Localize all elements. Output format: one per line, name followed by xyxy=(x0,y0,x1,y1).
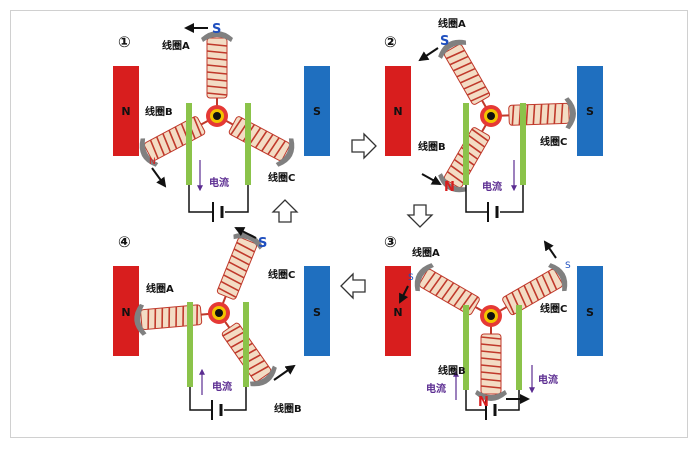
brush-left xyxy=(186,103,192,185)
rotor-2 xyxy=(433,33,578,199)
pole-s-label-right: S xyxy=(565,261,571,271)
coil-a-label: 线圈A xyxy=(146,282,174,295)
current-label-right: 电流 xyxy=(538,373,558,386)
magnet-north xyxy=(113,266,139,356)
magnet-north-label: N xyxy=(121,105,130,118)
current-label: 电流 xyxy=(212,380,232,393)
magnet-south xyxy=(304,266,330,356)
magnet-north xyxy=(113,66,139,156)
brush-left xyxy=(463,103,469,185)
magnet-south xyxy=(577,266,603,356)
brush-right xyxy=(520,103,526,185)
magnet-south-label: S xyxy=(313,306,321,319)
battery-circuit xyxy=(188,185,249,213)
pole-s-label: S xyxy=(212,22,221,37)
coil-c-label: 线圈C xyxy=(268,171,295,184)
current-label-left: 电流 xyxy=(426,382,446,395)
current-label: 电流 xyxy=(482,180,502,193)
pole-n-label: N xyxy=(149,157,156,167)
brush-right xyxy=(516,305,522,390)
magnet-north-label: N xyxy=(393,105,402,118)
panel-2: N S 电流 线圈A 线圈B 线圈C S N ② xyxy=(384,17,603,222)
panel-1: N S 电流 线圈A 线圈B 线圈C S N ① xyxy=(113,22,330,222)
coil-a-label: 线圈A xyxy=(438,17,466,30)
coil-a-label: 线圈A xyxy=(162,39,190,52)
pole-s-label: S xyxy=(440,34,449,49)
magnet-north-label: N xyxy=(121,306,130,319)
coil-b-label: 线圈B xyxy=(418,140,446,153)
magnet-south xyxy=(577,66,603,156)
step-1-label: ① xyxy=(118,33,131,51)
coil-c-label: 线圈C xyxy=(540,135,567,148)
magnet-north xyxy=(385,266,411,356)
magnet-north-label: N xyxy=(393,306,402,319)
step-4-label: ④ xyxy=(118,233,131,251)
pole-s-label-left: S xyxy=(408,273,414,283)
coil-b-label: 线圈B xyxy=(145,105,173,118)
rotor-4 xyxy=(131,227,282,393)
brush-left xyxy=(187,302,193,387)
coil-c-label: 线圈C xyxy=(268,268,295,281)
diagram-frame xyxy=(10,10,688,438)
magnet-south-label: S xyxy=(586,306,594,319)
rotor-1 xyxy=(133,30,301,172)
panel-3: N S 电流 电流 线圈A 线圈B 线圈C S S xyxy=(384,233,603,420)
pole-n-label: N xyxy=(444,180,455,195)
flow-arrow-left xyxy=(340,272,366,300)
brush-left xyxy=(463,305,469,390)
battery-circuit xyxy=(465,390,520,411)
coil-c-label: 线圈C xyxy=(540,302,567,315)
step-2-label: ② xyxy=(384,33,397,51)
step-3-label: ③ xyxy=(384,233,397,251)
pole-n-label: N xyxy=(478,395,489,410)
magnet-south-label: S xyxy=(313,105,321,118)
battery-circuit xyxy=(189,387,247,411)
flow-arrow-up xyxy=(271,199,299,223)
magnet-south xyxy=(304,66,330,156)
coil-b-label: 线圈B xyxy=(438,364,466,377)
coil-a-label: 线圈A xyxy=(412,246,440,259)
flow-arrow-right xyxy=(351,132,377,160)
coil-b-label: 线圈B xyxy=(274,402,302,415)
current-label: 电流 xyxy=(209,176,229,189)
flow-arrow-down xyxy=(406,204,434,228)
magnet-north xyxy=(385,66,411,156)
brush-right xyxy=(245,103,251,185)
pole-s-label: S xyxy=(258,236,267,251)
magnet-south-label: S xyxy=(586,105,594,118)
panel-4: N S 电流 线圈A 线圈B 线圈C S ④ xyxy=(113,227,330,420)
battery-circuit xyxy=(465,185,524,213)
brush-right xyxy=(243,302,249,387)
